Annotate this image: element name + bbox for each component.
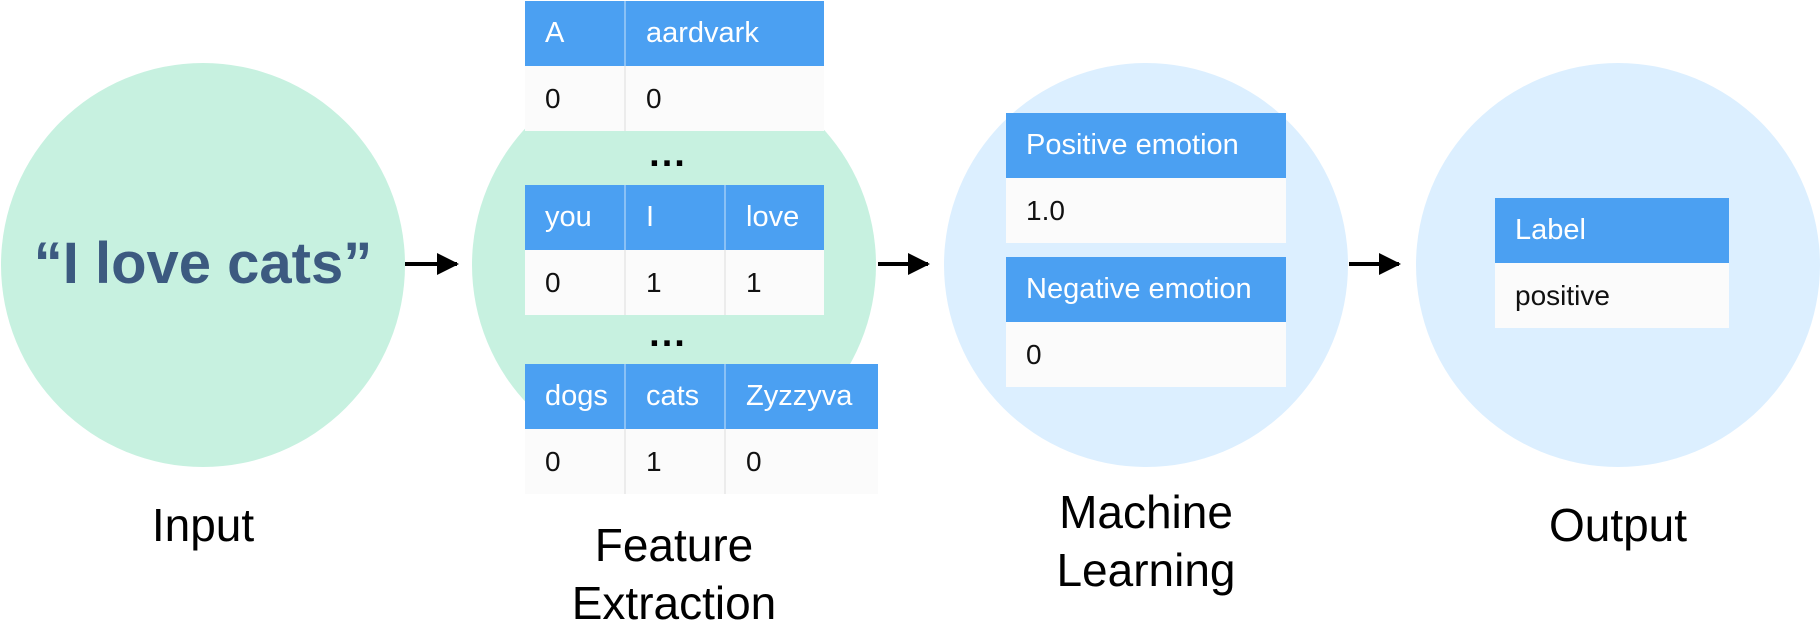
negative-emotion-box: Negative emotion 0 — [1006, 257, 1286, 387]
table-header-cell: A — [525, 1, 626, 66]
label-value: positive — [1495, 263, 1729, 328]
score-value: 0 — [1006, 322, 1286, 387]
caption-text: Output — [1548, 499, 1688, 551]
feature-extraction-caption: Feature Extraction — [524, 516, 824, 632]
table-row: 0 0 — [525, 66, 824, 131]
table-header-cell: Zyzzyva — [725, 364, 878, 429]
table-cell: 0 — [525, 66, 626, 131]
input-circle — [1, 63, 405, 467]
table-cell: 0 — [525, 250, 626, 315]
table-cell: 0 — [625, 66, 824, 131]
arrow-right-icon — [1349, 253, 1401, 275]
table-header-row: dogs cats Zyzzyva — [525, 364, 878, 429]
table-cell: 1 — [625, 429, 726, 494]
feature-table-top: A aardvark 0 0 — [525, 1, 824, 131]
label-header: Label — [1495, 198, 1729, 263]
positive-emotion-box: Positive emotion 1.0 — [1006, 113, 1286, 243]
table-header-cell: aardvark — [625, 1, 824, 66]
table-row: 0 1 0 — [525, 429, 878, 494]
table-header-cell: I — [625, 185, 726, 250]
caption-line: Extraction — [571, 577, 777, 629]
caption-line: Learning — [1056, 544, 1236, 596]
table-row: 0 1 1 — [525, 250, 824, 315]
score-value: 1.0 — [1006, 178, 1286, 243]
output-caption: Output — [1468, 496, 1768, 554]
score-label: Negative emotion — [1006, 257, 1286, 322]
input-text: “I love cats” — [33, 231, 373, 296]
input-caption: Input — [53, 496, 353, 554]
ellipsis: ... — [649, 313, 687, 355]
score-label: Positive emotion — [1006, 113, 1286, 178]
output-label-box: Label positive — [1495, 198, 1729, 328]
table-cell: 0 — [525, 429, 626, 494]
ellipsis: ... — [649, 133, 687, 175]
caption-line: Feature — [594, 519, 754, 571]
table-cell: 1 — [625, 250, 726, 315]
caption-text: Input — [151, 499, 255, 551]
table-header-cell: dogs — [525, 364, 626, 429]
machine-learning-caption: Machine Learning — [996, 483, 1296, 599]
arrow-right-icon — [405, 253, 459, 275]
table-cell: 1 — [725, 250, 824, 315]
arrow-right-icon — [878, 253, 930, 275]
feature-table-middle: you I love 0 1 1 — [525, 185, 824, 315]
table-header-row: you I love — [525, 185, 824, 250]
table-header-row: A aardvark — [525, 1, 824, 66]
table-header-cell: you — [525, 185, 626, 250]
table-cell: 0 — [725, 429, 878, 494]
feature-table-bottom: dogs cats Zyzzyva 0 1 0 — [525, 364, 878, 494]
table-header-cell: love — [725, 185, 824, 250]
table-header-cell: cats — [625, 364, 726, 429]
caption-line: Machine — [1059, 486, 1233, 538]
